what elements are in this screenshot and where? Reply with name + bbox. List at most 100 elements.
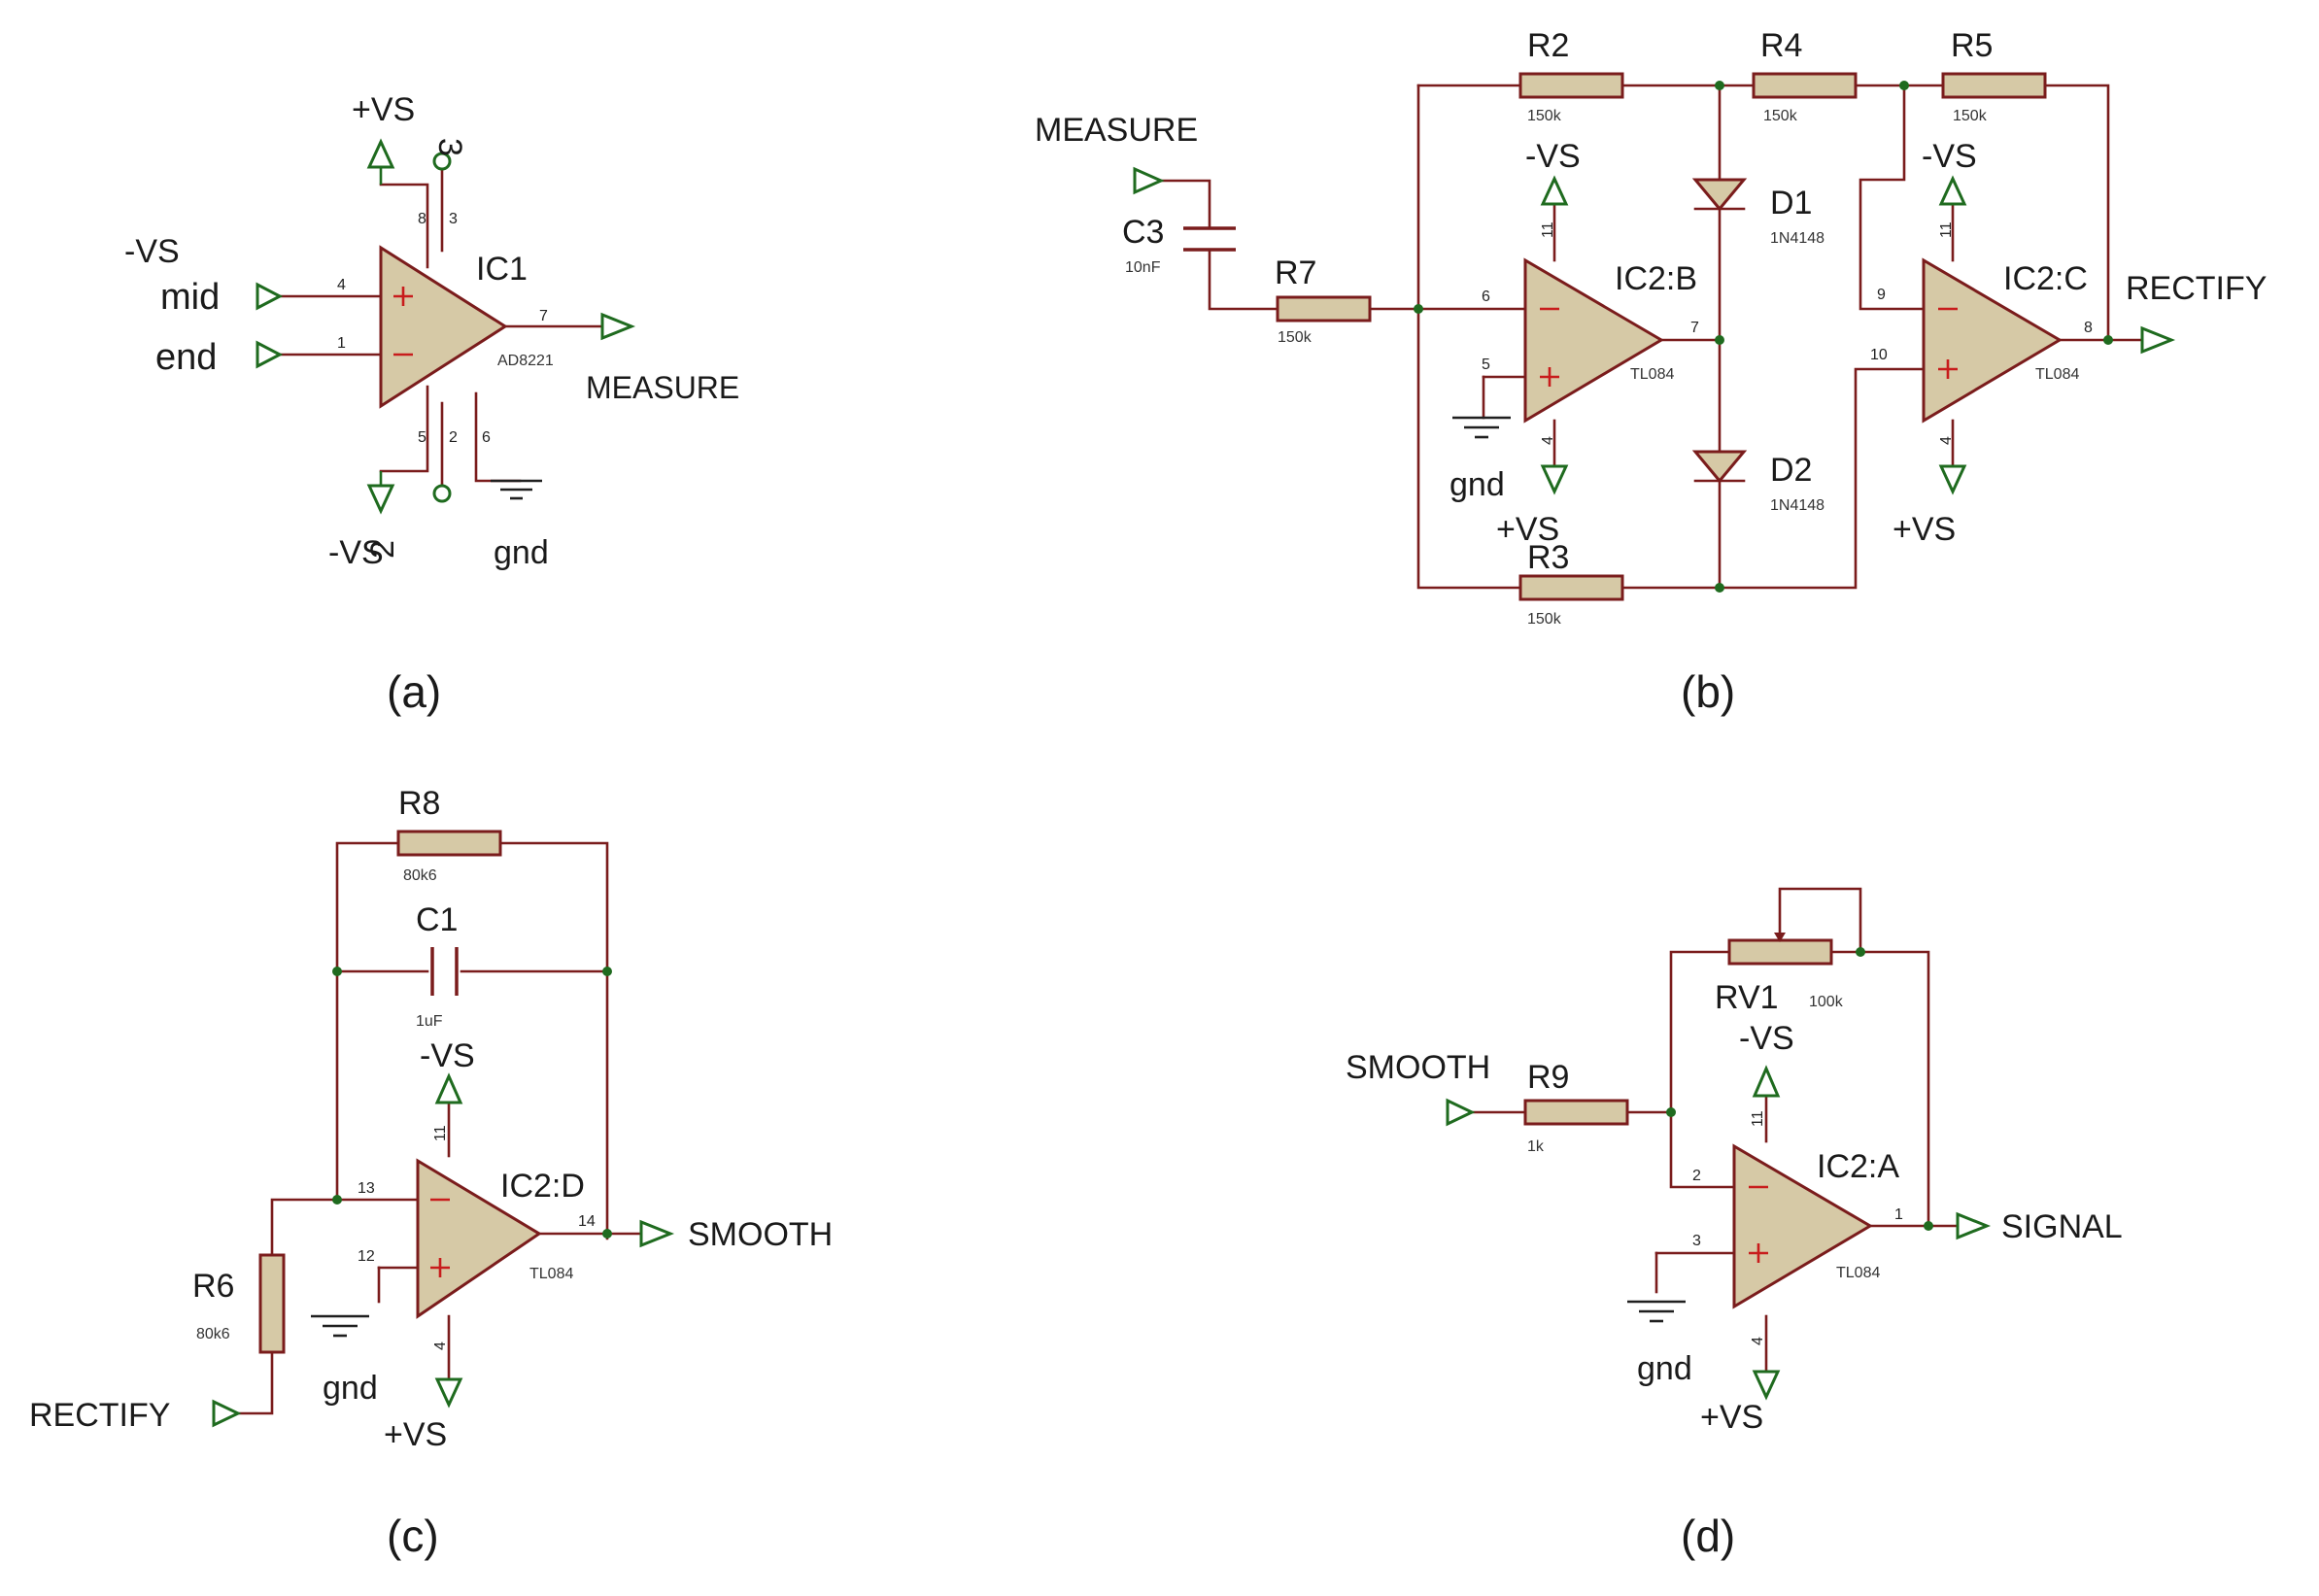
probe-pin-top (432, 152, 452, 171)
smooth-out-terminal (639, 1219, 675, 1248)
pin-number: 11 (1750, 1110, 1766, 1127)
junction-dot (1715, 583, 1724, 593)
pin-number: 11 (1938, 221, 1955, 238)
probe-top-label: 3 (431, 138, 468, 156)
c1-capacitor (430, 947, 459, 996)
vpos-power-arrow (1752, 1370, 1781, 1401)
ground-icon (1627, 1300, 1686, 1323)
panel-c: R8 80k6 C1 1uF -VS IC2:D TL084 SMOOTH R6… (29, 785, 833, 1561)
pin-number: 11 (432, 1125, 449, 1141)
junction-dot (602, 967, 612, 976)
vneg-power-arrow (434, 1072, 463, 1104)
pin-number: 7 (539, 308, 548, 324)
end-label: end (155, 337, 217, 378)
r2-resistor (1518, 72, 1624, 99)
probe-pin-bottom (432, 484, 452, 503)
ic1-part: AD8221 (497, 353, 554, 369)
vneg-power-arrow (1938, 175, 1967, 206)
pin-number: 14 (578, 1213, 596, 1230)
vpos-power-arrow (1938, 464, 1967, 495)
pin-number: 8 (2084, 320, 2093, 336)
vneg-label-left: -VS (124, 233, 180, 270)
smooth-out-label: SMOOTH (688, 1216, 833, 1253)
measure-terminal (600, 312, 636, 341)
d1-value: 1N4148 (1770, 230, 1825, 247)
vneg-label: -VS (420, 1037, 475, 1074)
d2-name: D2 (1770, 452, 1812, 489)
caption-d: (d) (1681, 1511, 1735, 1561)
gnd-label: gnd (1637, 1350, 1692, 1387)
pin-number: 13 (358, 1180, 375, 1197)
pin-number: 4 (1938, 436, 1955, 445)
junction-dot (2103, 335, 2113, 345)
vpos-label: +VS (1496, 511, 1559, 548)
measure-in-terminal (1133, 166, 1165, 195)
ic1-name: IC1 (476, 251, 528, 288)
pin-number: 4 (1750, 1337, 1766, 1345)
vneg-label: -VS (1922, 138, 1977, 175)
end-terminal (256, 340, 284, 369)
junction-dot (1715, 81, 1724, 90)
measure-label: MEASURE (586, 370, 739, 405)
vpos-power-arrow (1540, 464, 1569, 495)
vpos-label: +VS (352, 91, 415, 128)
r3-value: 150k (1527, 611, 1562, 628)
rectify-out-terminal (2140, 325, 2176, 355)
probe-bottom-label: 2 (364, 540, 401, 559)
d1-name: D1 (1770, 185, 1812, 221)
rv1-value: 100k (1809, 994, 1844, 1010)
ic2a-part: TL084 (1836, 1265, 1880, 1281)
junction-dot (602, 1229, 612, 1239)
junction-dot (1715, 335, 1724, 345)
vpos-power-arrow (434, 1377, 463, 1409)
junction-dot (332, 967, 342, 976)
c3-value: 10nF (1125, 259, 1161, 276)
ic2b-part: TL084 (1630, 366, 1674, 383)
c1-value: 1uF (416, 1013, 443, 1030)
vpos-label: +VS (384, 1416, 447, 1453)
c1-name: C1 (416, 901, 458, 938)
vneg-label: -VS (1739, 1020, 1794, 1057)
gnd-label: gnd (1449, 466, 1505, 503)
r5-resistor (1941, 72, 2047, 99)
gnd-label: gnd (323, 1370, 378, 1407)
rectify-in-label: RECTIFY (29, 1397, 170, 1434)
d2-diode (1691, 450, 1748, 484)
vpos-power-arrow (366, 138, 395, 169)
junction-dot (1924, 1221, 1933, 1231)
junction-dot (1899, 81, 1909, 90)
r8-name: R8 (398, 785, 440, 822)
mid-terminal (256, 282, 284, 311)
pin-number: 2 (1692, 1168, 1701, 1184)
pin-number: 8 (418, 211, 426, 227)
r9-name: R9 (1527, 1059, 1569, 1096)
ic2a-name: IC2:A (1817, 1148, 1899, 1185)
panel-a: +VS 3 -VS mid end IC1 AD8221 MEASURE -VS… (124, 91, 739, 717)
panel-d: SMOOTH R9 1k RV1 100k -VS IC2:A TL084 SI… (1346, 887, 2123, 1561)
r4-name: R4 (1760, 27, 1802, 64)
r9-resistor (1523, 1099, 1629, 1126)
r6-name: R6 (192, 1268, 234, 1305)
r7-resistor (1276, 295, 1372, 323)
c3-capacitor (1183, 226, 1236, 252)
c3-name: C3 (1122, 214, 1164, 251)
r6-resistor (258, 1253, 286, 1354)
caption-b: (b) (1681, 666, 1735, 717)
pin-number: 4 (432, 1341, 449, 1350)
smooth-in-label: SMOOTH (1346, 1049, 1490, 1086)
pin-number: 4 (337, 277, 346, 293)
vneg-power-arrow (366, 484, 395, 515)
panel-b: MEASURE C3 10nF R7 150k R2 150k R3 150k … (1035, 27, 2267, 717)
r2-value: 150k (1527, 108, 1562, 124)
junction-dot (1666, 1107, 1676, 1117)
junction-dot (1414, 304, 1423, 314)
pin-number: 1 (337, 335, 346, 352)
caption-c: (c) (387, 1511, 439, 1561)
pin-number: 9 (1877, 287, 1886, 303)
ic2c-opamp (1922, 257, 2063, 424)
mid-label: mid (160, 277, 220, 318)
junction-dot (332, 1195, 342, 1205)
ic2c-part: TL084 (2035, 366, 2079, 383)
pin-number: 3 (1692, 1233, 1701, 1249)
